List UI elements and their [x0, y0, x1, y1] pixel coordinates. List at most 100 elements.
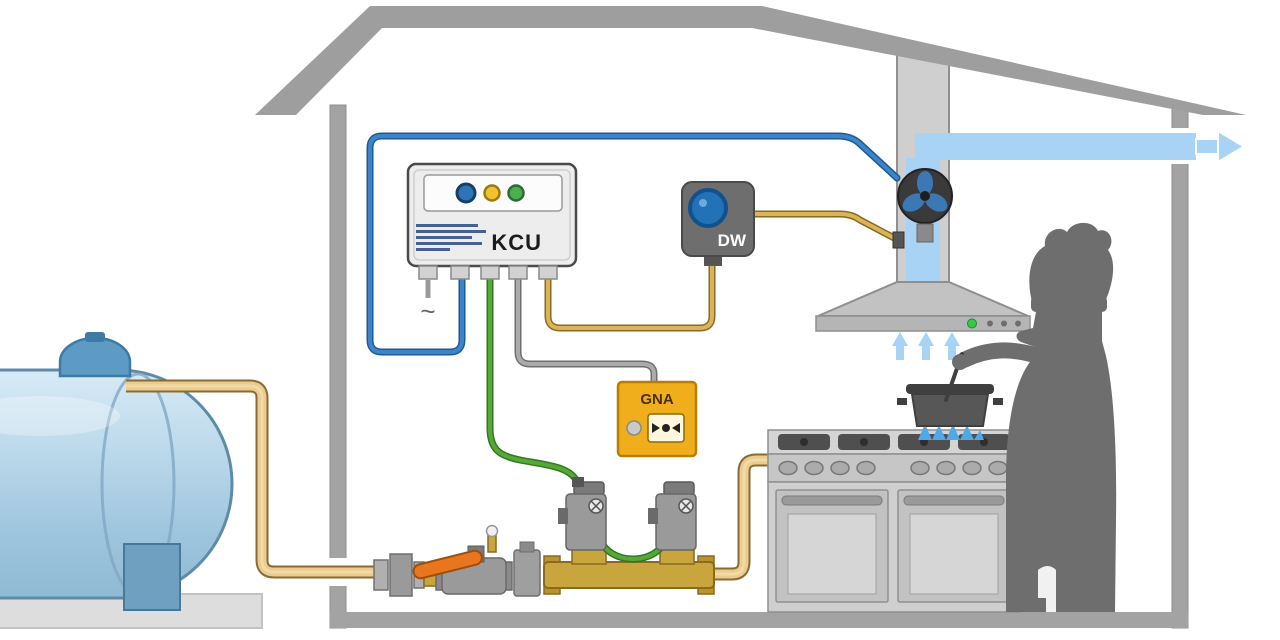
cable-yellow-dw — [546, 262, 714, 330]
tank-dome-cap — [85, 332, 105, 342]
chef-silhouette — [944, 222, 1117, 612]
up-arrow-icon — [896, 346, 904, 360]
pot-handle — [897, 398, 907, 405]
duct-cable-plug — [892, 231, 905, 249]
union-nut — [389, 553, 413, 597]
gna-call-point: GNA — [616, 380, 698, 458]
cable-green-valves — [488, 278, 580, 486]
kcu-control-unit: KCU ~ — [406, 162, 578, 326]
kcu-connector — [538, 265, 558, 280]
solenoid-connector — [648, 508, 658, 524]
hood-button — [987, 320, 993, 327]
dw-label: DW — [718, 231, 747, 250]
closed-valve-x — [590, 500, 602, 512]
gas-filter-cap — [519, 541, 535, 553]
mains-symbol: ~ — [420, 296, 435, 326]
up-arrow-icon — [922, 346, 930, 360]
fine-print-line — [416, 236, 472, 239]
fan-icon — [897, 168, 953, 224]
kcu-led-yellow — [483, 184, 501, 202]
kcu-led-green — [507, 184, 525, 202]
chef-hat-band — [1031, 296, 1107, 312]
fan-hub — [920, 191, 930, 201]
up-arrow-icon — [918, 332, 934, 346]
oven-panel — [787, 513, 877, 595]
floor — [330, 612, 1188, 628]
fine-print-line — [416, 248, 450, 251]
cable-gray-gna — [518, 280, 654, 384]
exit-arrow-head — [1217, 129, 1246, 164]
up-arrow-icon — [948, 346, 956, 360]
solenoid-valve-1 — [558, 481, 607, 551]
kcu-label: KCU — [491, 230, 542, 255]
hood-status-led — [967, 318, 977, 329]
kcu-connector — [450, 265, 470, 280]
chef-hat — [1029, 222, 1114, 302]
hood-button — [1001, 320, 1007, 327]
kcu-inner-frame — [413, 169, 571, 261]
stove — [767, 429, 1021, 613]
gna-arrow-icon — [672, 423, 680, 433]
fan-blade — [925, 193, 948, 212]
test-nipple-cap — [485, 524, 499, 538]
chef-shoe — [1020, 598, 1046, 612]
stove-knob — [830, 460, 850, 476]
cable-yellow-dw — [548, 264, 712, 328]
burner-center — [860, 438, 868, 446]
gna-button — [626, 420, 642, 436]
chef-body — [1006, 341, 1117, 612]
gas-flame — [918, 424, 984, 440]
burner-center — [800, 438, 808, 446]
kcu-fine-print — [416, 224, 486, 251]
exit-arrow-icon — [1195, 129, 1246, 164]
fan-motor — [916, 223, 934, 243]
dw-knob — [688, 188, 728, 228]
solenoid-cable-plug — [572, 477, 584, 487]
roof — [255, 6, 1246, 115]
dw-pressure-switch: DW — [681, 181, 755, 266]
manifold-bar — [543, 561, 715, 589]
gna-arrow-icon — [652, 423, 660, 433]
stove-knob — [910, 460, 930, 476]
ball-valve — [412, 545, 513, 595]
closed-valve-x — [680, 500, 692, 512]
solenoid-connector — [558, 508, 568, 524]
fine-print-line — [416, 242, 482, 245]
chef-arm — [956, 342, 1046, 368]
valve-handle — [412, 549, 483, 580]
hood-band — [815, 315, 1031, 332]
gas-tank — [0, 332, 234, 611]
fine-print-line — [416, 224, 478, 227]
kcu-connector — [480, 265, 500, 280]
gna-label: GNA — [640, 391, 674, 408]
pot-handle — [993, 398, 1003, 405]
solenoid-cap — [663, 481, 695, 496]
cable-yellow-fan — [752, 212, 900, 242]
manifold — [543, 545, 715, 595]
kcu-led-blue — [455, 182, 477, 204]
stove-knobs — [778, 460, 1008, 476]
dw-knob-highlight — [699, 199, 707, 207]
kcu-connector — [508, 265, 528, 280]
union-fitting — [373, 559, 389, 591]
stove-knob — [804, 460, 824, 476]
oven-panel — [909, 513, 999, 595]
stove-knob — [778, 460, 798, 476]
stove-knob — [988, 460, 1008, 476]
gna-callpoint-dot — [662, 424, 670, 432]
kcu-connector — [418, 265, 438, 280]
gas-filter — [513, 549, 541, 597]
oven-handle — [903, 495, 1005, 506]
tank-dome — [58, 336, 132, 378]
up-arrow-icon — [892, 332, 908, 346]
stove-knob — [856, 460, 876, 476]
pipe-valves-to-stove — [710, 460, 774, 574]
cooking-pot — [897, 384, 1003, 427]
kcu-connectors — [418, 265, 558, 280]
oven-handle — [781, 495, 883, 506]
pot-body — [910, 393, 990, 427]
fan-blade — [917, 171, 933, 195]
left-wall — [329, 104, 347, 629]
